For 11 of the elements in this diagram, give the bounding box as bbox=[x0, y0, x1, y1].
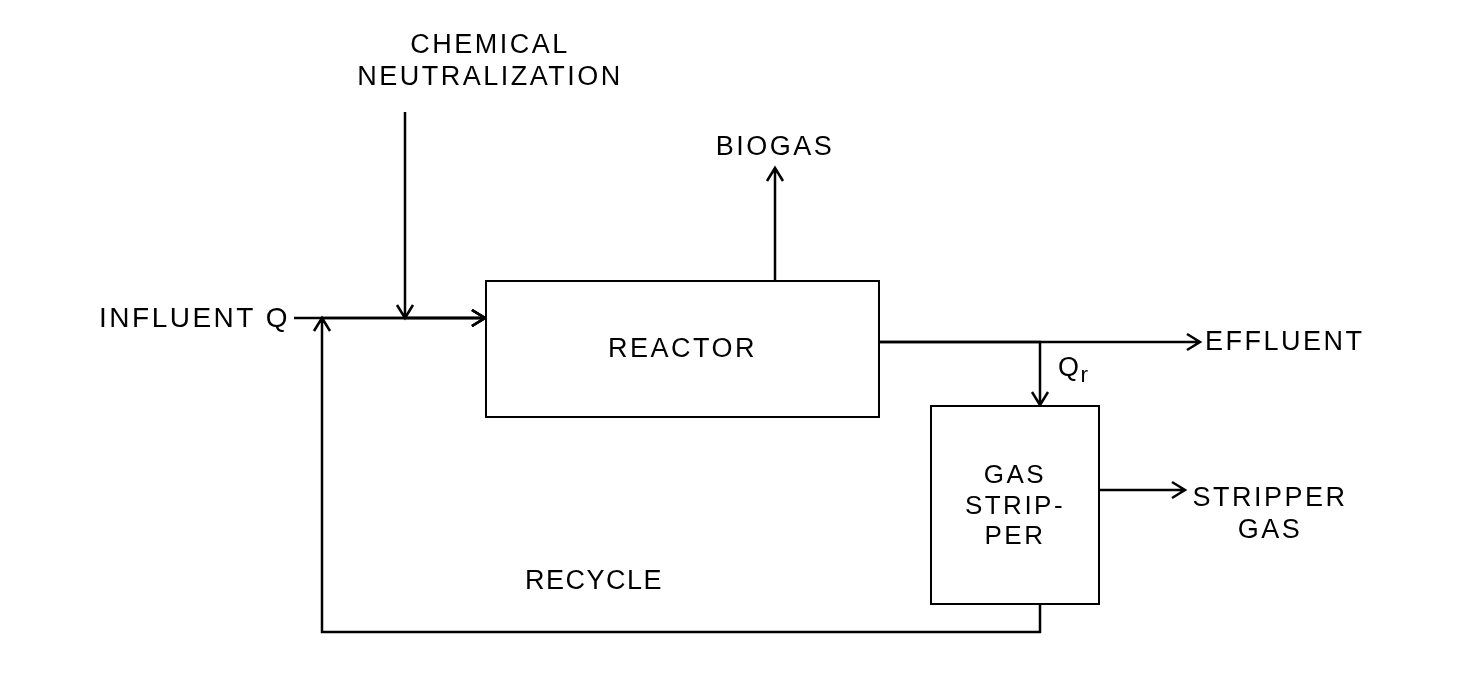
flow-label: STRIPPER GAS bbox=[1190, 468, 1350, 560]
flow-label: BIOGAS bbox=[690, 128, 860, 166]
box-text: GAS STRIP- PER bbox=[963, 459, 1067, 551]
flow-arrow bbox=[312, 308, 1042, 634]
flow-arrow bbox=[765, 165, 785, 282]
flow-label: INFLUENT Q bbox=[6, 298, 290, 338]
flow-label: EFFLUENT bbox=[1205, 322, 1470, 362]
process-box bbox=[930, 405, 1100, 605]
process-box bbox=[485, 280, 880, 418]
flow-label: CHEMICAL NEUTRALIZATION bbox=[335, 12, 645, 110]
box-text: REACTOR bbox=[608, 333, 757, 365]
